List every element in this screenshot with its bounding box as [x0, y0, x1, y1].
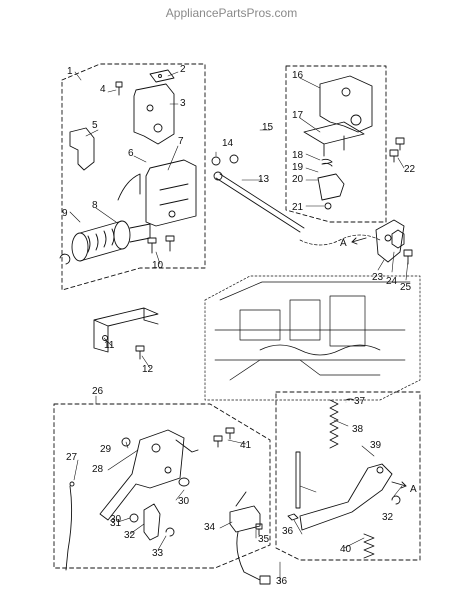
callout-18: 18 [292, 150, 304, 161]
part-2-plate [149, 69, 175, 83]
callout-26: 26 [92, 386, 104, 397]
part-34-screw [255, 523, 263, 536]
callout-35: 35 [258, 534, 270, 545]
callout-40: 40 [340, 544, 352, 555]
callout-7: 7 [178, 136, 184, 147]
callout-30: 30 [178, 496, 190, 507]
part-11-bracket [93, 307, 159, 353]
callout-8: 8 [92, 200, 98, 211]
part-28-lever [99, 429, 185, 521]
part-39-lever [299, 463, 393, 531]
callout-36-repeat: 36 [282, 526, 294, 537]
callout-32: 32 [124, 530, 136, 541]
arrow-a-label-upper: A [340, 238, 347, 249]
callout-6: 6 [128, 148, 134, 159]
part-36-bottom [287, 513, 299, 521]
part-33-microswitch [229, 491, 261, 533]
machine-frame [204, 234, 421, 401]
arrow-a-upper [351, 237, 367, 243]
callout-4: 4 [100, 84, 106, 95]
part-30-washer-a [178, 477, 190, 487]
part-12-screw [135, 345, 145, 360]
part-40-spring [363, 533, 375, 559]
group-16-outline [285, 65, 387, 223]
callout-23: 23 [372, 272, 384, 283]
callout-1: 1 [67, 66, 73, 77]
part-3-bracket [133, 83, 175, 145]
part-17-plate [303, 121, 365, 157]
callout-24: 24 [386, 276, 398, 287]
part-24-gear [391, 229, 405, 249]
part-27-wire-rod [65, 485, 73, 571]
callout-16: 16 [292, 70, 304, 81]
callout-10: 10 [152, 260, 164, 271]
callout-20: 20 [292, 174, 304, 185]
callout-41: 41 [240, 440, 252, 451]
callout-19: 19 [292, 162, 304, 173]
arrow-a-label-lower: A [410, 484, 417, 495]
part-31-bracket [143, 503, 161, 541]
arrow-a-lower [391, 481, 407, 487]
callout-14: 14 [222, 138, 234, 149]
part-5-clip [69, 127, 95, 171]
callout-25: 25 [400, 282, 412, 293]
part-20-bracket [317, 173, 345, 201]
group-35-outline [275, 391, 421, 561]
callout-13: 13 [258, 174, 270, 185]
part-18-spring [321, 158, 333, 167]
part-13-rod [215, 173, 305, 233]
part-23-link [375, 219, 405, 263]
callout-34: 34 [204, 522, 216, 533]
part-37-spring [329, 399, 339, 449]
callout-9: 9 [62, 208, 68, 219]
part-41-screws [213, 427, 235, 448]
callout-2: 2 [180, 64, 186, 75]
group-1-outline [61, 63, 206, 291]
part-10-screws [147, 235, 175, 254]
part-4-screw [115, 81, 123, 96]
callout-21: 21 [292, 202, 304, 213]
part-8-solenoid-coil [71, 173, 151, 262]
callout-28: 28 [92, 464, 104, 475]
part-7-solenoid-bracket [145, 159, 197, 227]
callout-5: 5 [92, 120, 98, 131]
callout-30-repeat: 30 [110, 514, 122, 525]
callout-15: 15 [262, 122, 274, 133]
callout-11: 11 [104, 340, 115, 351]
part-14-nuts [211, 154, 239, 166]
callout-32-repeat: 32 [382, 512, 394, 523]
callout-27: 27 [66, 452, 78, 463]
group-26-outline [53, 403, 271, 569]
part-32-clip-a [165, 527, 175, 537]
callout-39: 39 [370, 440, 382, 451]
callout-17: 17 [292, 110, 304, 121]
part-29-nut [121, 437, 131, 447]
callout-37: 37 [354, 396, 366, 407]
callout-31: 31 [110, 518, 122, 529]
part-32-clip-b [391, 495, 401, 505]
callout-22: 22 [404, 164, 416, 175]
callout-12: 12 [142, 364, 154, 375]
part-22-screws [389, 137, 405, 163]
part-9-e-clip [59, 253, 71, 265]
callout-36: 36 [276, 576, 288, 587]
part-30-washer-b [129, 513, 139, 523]
part-16-bracket [319, 75, 373, 133]
part-36-top [345, 398, 355, 401]
callout-3: 3 [180, 98, 186, 109]
part-38-pin [295, 451, 301, 509]
callout-38: 38 [352, 424, 364, 435]
callout-29: 29 [100, 444, 112, 455]
callout-33: 33 [152, 548, 164, 559]
watermark: AppliancePartsPros.com [165, 6, 298, 20]
